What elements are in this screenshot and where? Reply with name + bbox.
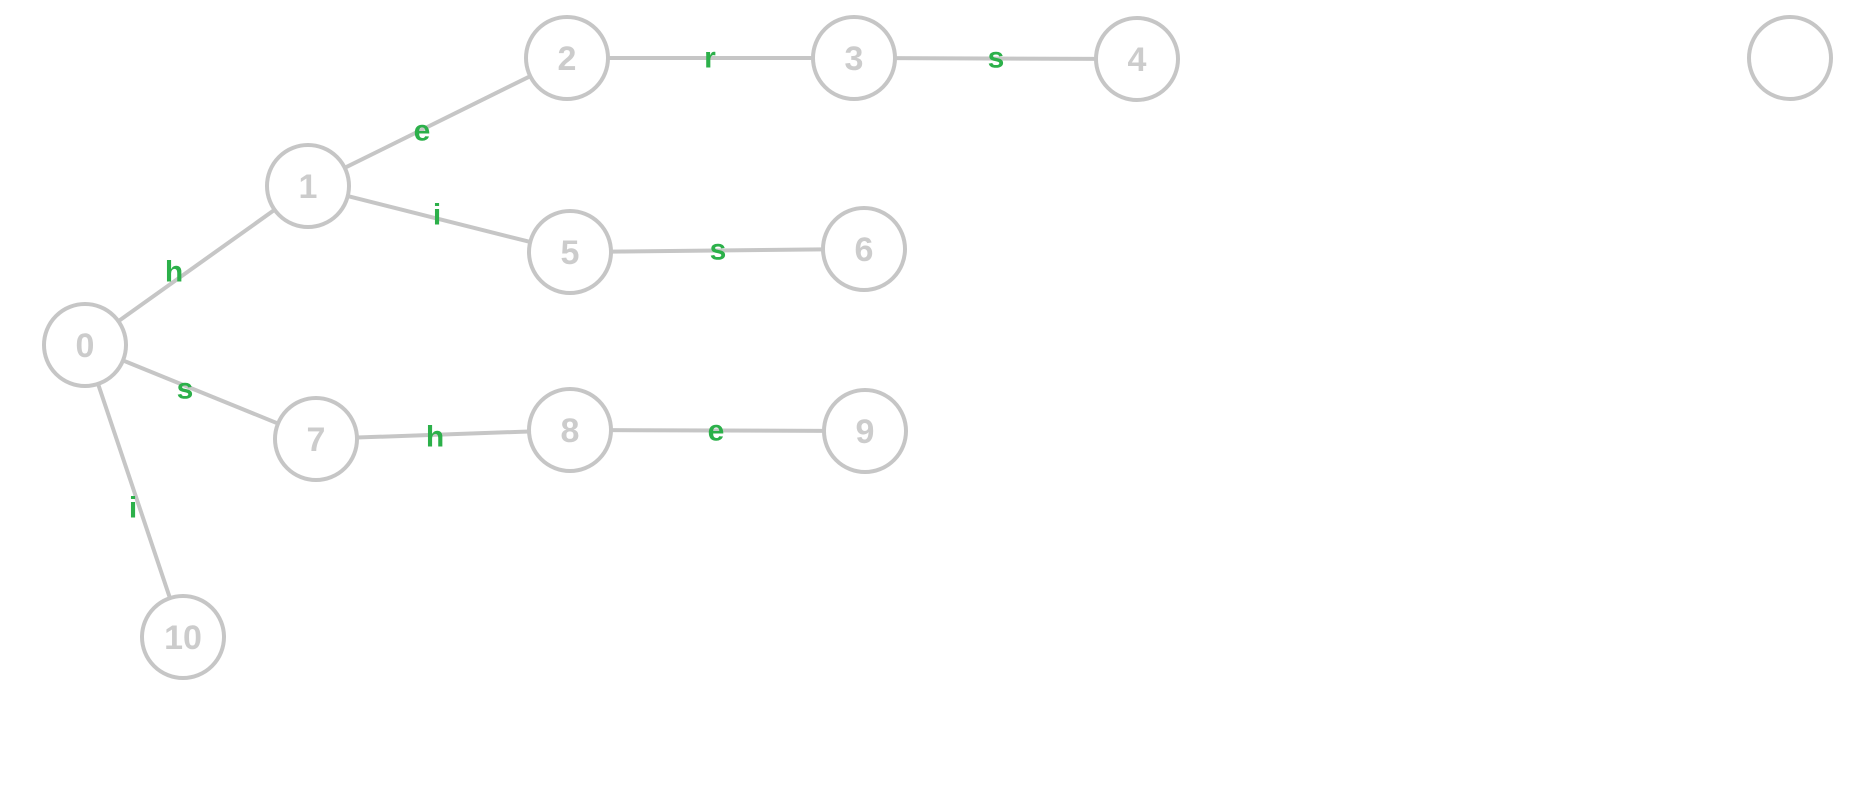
graph-edge[interactable] [894, 56, 1097, 61]
edge-label: s [988, 42, 1005, 75]
graph-edge[interactable] [96, 383, 172, 599]
node-label: 2 [558, 40, 577, 78]
node-circle[interactable] [273, 396, 359, 482]
edge-label: s [710, 234, 727, 267]
graph-node[interactable]: 10 [140, 594, 226, 680]
graph-edge[interactable] [610, 247, 824, 254]
graph-node[interactable]: 1 [265, 143, 351, 229]
edge-label: r [704, 42, 716, 75]
graph-node[interactable]: 0 [42, 302, 128, 388]
graph-edge[interactable] [356, 429, 530, 440]
graph-edge[interactable] [343, 74, 532, 170]
node-circle[interactable] [527, 387, 613, 473]
edge-label: e [414, 115, 431, 148]
edge-label: h [426, 421, 444, 454]
edge-label: h [165, 256, 183, 289]
graph-node[interactable]: 3 [811, 15, 897, 101]
node-label: 8 [561, 412, 580, 450]
graph-node[interactable]: 4 [1094, 16, 1180, 102]
node-circle[interactable] [524, 15, 610, 101]
node-circle[interactable] [140, 594, 226, 680]
node-circle[interactable] [811, 15, 897, 101]
graph-node[interactable]: 7 [273, 396, 359, 482]
node-circle[interactable] [42, 302, 128, 388]
node-label: 0 [76, 327, 95, 365]
node-label: 10 [164, 619, 202, 657]
node-label: 1 [299, 168, 318, 206]
edge-label: e [708, 415, 725, 448]
node-label: 6 [855, 231, 874, 269]
graph-node[interactable]: 5 [527, 209, 613, 295]
node-label: 5 [561, 234, 580, 272]
edge-label: s [177, 373, 194, 406]
edge-label: i [129, 492, 137, 525]
node-circle[interactable] [821, 206, 907, 292]
edge-labels-layer: h e r s i s s h e i [129, 42, 1005, 525]
node-label: 3 [845, 40, 864, 78]
edges-layer [96, 56, 1097, 599]
graph-node[interactable]: 9 [822, 388, 908, 474]
graph-edge[interactable] [610, 428, 825, 433]
graph-edge[interactable] [347, 194, 531, 244]
graph-node[interactable] [1747, 15, 1833, 101]
graph-node[interactable]: 8 [527, 387, 613, 473]
edge-label: i [433, 199, 441, 232]
graph-node[interactable]: 2 [524, 15, 610, 101]
node-label: 4 [1128, 41, 1147, 79]
node-label: 9 [856, 413, 875, 451]
node-circle[interactable] [822, 388, 908, 474]
node-circle[interactable] [527, 209, 613, 295]
node-circle[interactable] [1747, 15, 1833, 101]
nodes-layer: 0 1 2 3 4 5 6 7 8 9 10 [42, 15, 1833, 680]
node-circle[interactable] [265, 143, 351, 229]
node-circle[interactable] [1094, 16, 1180, 102]
node-label: 7 [307, 421, 326, 459]
graph-edge[interactable] [122, 358, 279, 426]
graph-node[interactable]: 6 [821, 206, 907, 292]
graph-edge[interactable] [117, 208, 276, 323]
